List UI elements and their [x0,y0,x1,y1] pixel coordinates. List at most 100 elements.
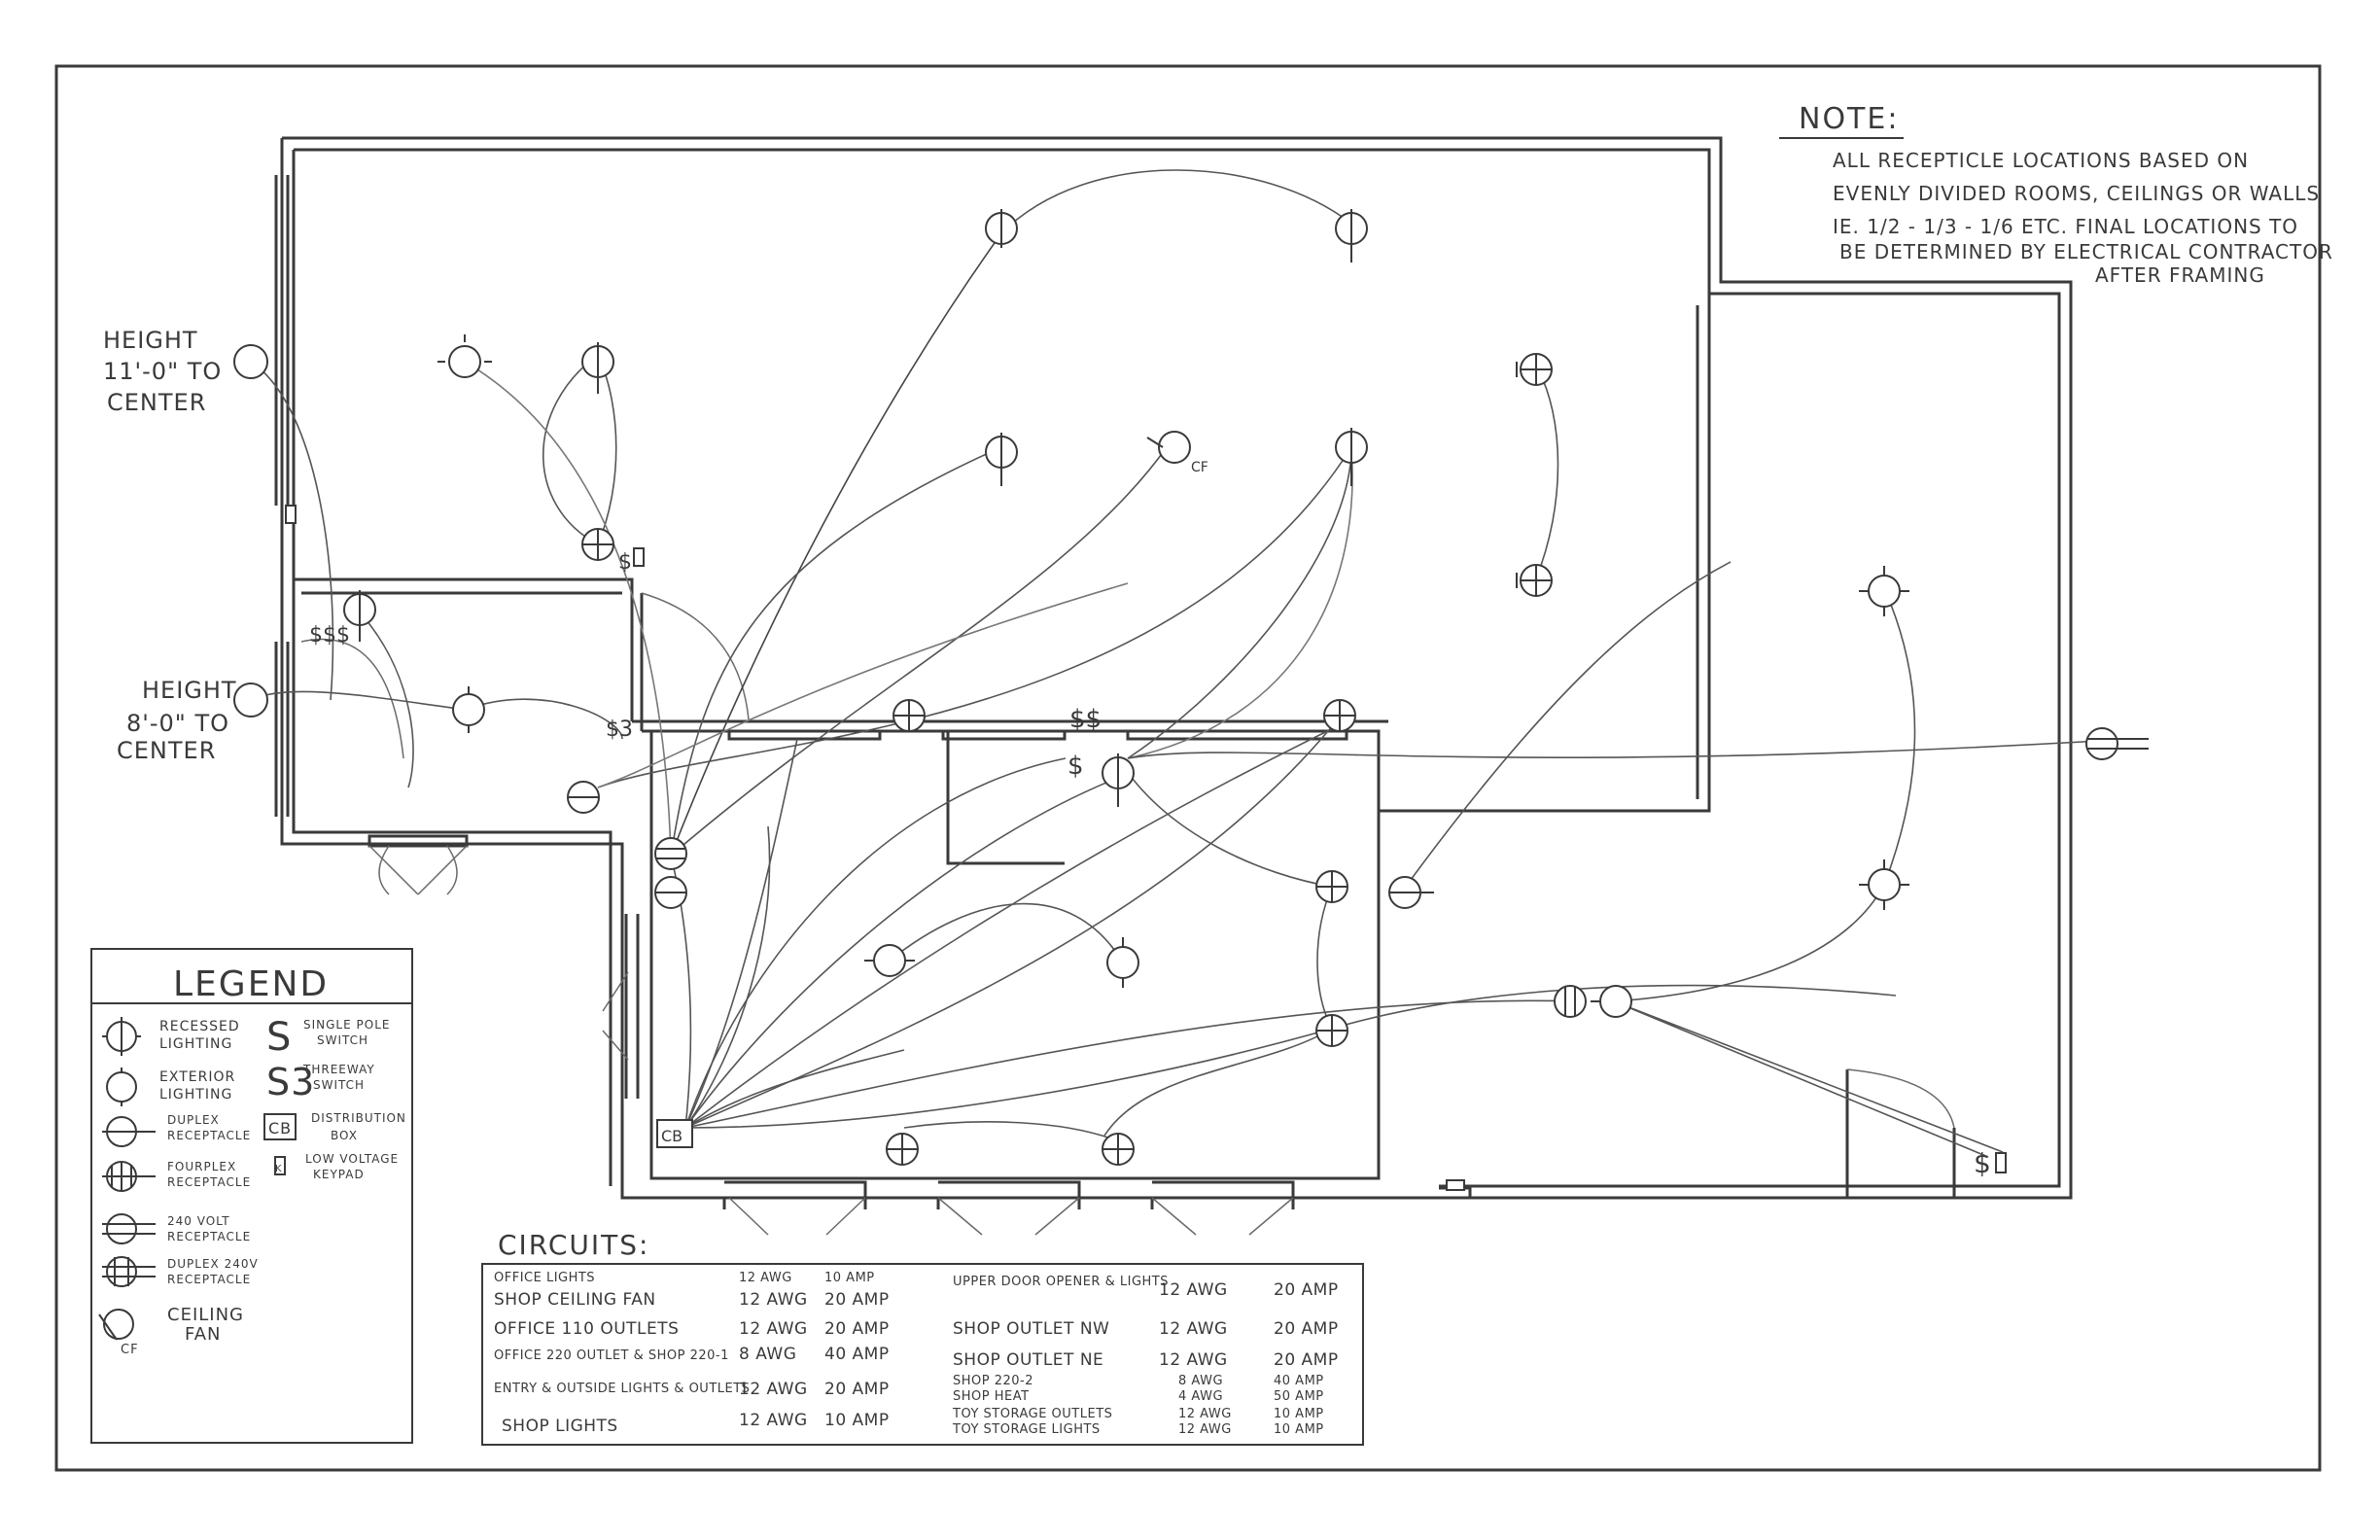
circuit-amp: 20 AMP [1274,1350,1339,1370]
recessed-lighting-icon [102,1017,141,1056]
legend-label: KEYPAD [313,1168,365,1181]
circuit-wire: 12 AWG [1159,1319,1228,1339]
height-label-lower: HEIGHT 8'-0" TO CENTER [117,677,237,764]
height-label-line: HEIGHT [103,327,198,354]
circuit-wire: 12 AWG [739,1319,808,1339]
exterior-light [1106,937,1139,988]
keypad-glyph: K [275,1164,283,1174]
fourplex-receptacle [1516,564,1553,597]
circuit-amp: 40 AMP [1274,1374,1324,1388]
ceiling-fan-mark: CF [1191,460,1208,475]
circuit-name: ENTRY & OUTSIDE LIGHTS & OUTLETS [494,1382,750,1396]
fourplex-receptacle [1315,870,1348,903]
distribution-box [656,1119,693,1148]
circuit-name: OFFICE LIGHTS [494,1271,595,1285]
legend-label: EXTERIOR [159,1069,235,1085]
fourplex-receptacle [1102,1133,1135,1166]
circuit-wire: 8 AWG [1178,1374,1223,1388]
fixtures [233,209,2149,1191]
low-voltage-keypad [633,547,645,567]
circuit-amp: 10 AMP [824,1271,875,1285]
circuit-wire: 12 AWG [1159,1350,1228,1370]
ceiling-fan [1146,431,1191,464]
sheet-border [54,64,2322,1472]
legend-label: SINGLE POLE [303,1018,390,1032]
note-line: BE DETERMINED BY ELECTRICAL CONTRACTOR [1839,240,2333,263]
recessed-light [985,433,1018,486]
240-volt-receptacle-icon [102,1213,156,1244]
240-volt-receptacle [654,837,687,870]
door-swings [300,592,1955,1236]
circuit-name: SHOP LIGHTS [502,1417,618,1436]
legend-label: LIGHTING [159,1036,232,1052]
duplex-receptacle [654,876,687,909]
building-walls [274,136,2073,1209]
circuit-amp: 20 AMP [824,1380,890,1399]
legend-label: DUPLEX [167,1113,220,1127]
threeway-switch-glyph: S3 [266,1061,315,1103]
circuit-wire: 12 AWG [739,1271,792,1285]
circuit-amp: 10 AMP [824,1411,890,1430]
circuit-amp: 20 AMP [824,1319,890,1339]
single-pole-switch-glyph: S [266,1015,292,1060]
low-voltage-keypad [285,505,297,524]
fourplex-receptacle [886,1133,919,1166]
legend-label: CEILING [167,1305,244,1325]
switch-three-way-mark: $3 [606,718,633,742]
ceiling-fan-icon [98,1309,134,1341]
wiring-runs [250,169,2101,1158]
exterior-light [1859,859,1909,910]
fourplex-receptacle [581,528,614,561]
circuit-wire: 12 AWG [739,1380,808,1399]
recessed-light [1102,753,1135,807]
240-volt-receptacle [2085,727,2149,760]
circuit-amp: 10 AMP [1274,1422,1324,1437]
circuit-wire: 12 AWG [739,1290,808,1310]
circuits-title: CIRCUITS: [498,1229,649,1261]
legend-label: SWITCH [317,1033,368,1047]
switch-single-mark: $ [618,550,632,575]
recessed-light [985,209,1018,248]
exterior-light [1591,985,1632,1018]
circuit-wire: 12 AWG [1159,1280,1228,1300]
fourplex-receptacle-icon [102,1161,156,1192]
height-label-line: CENTER [107,389,206,416]
circuit-wire: 8 AWG [739,1345,796,1364]
exterior-light [864,944,915,977]
circuit-name: TOY STORAGE OUTLETS [952,1407,1112,1421]
duplex-receptacle [1388,876,1434,909]
circuit-name: SHOP OUTLET NW [953,1319,1109,1339]
exterior-lighting-icon [106,1068,137,1106]
fourplex-receptacle [1323,699,1356,732]
legend-label: LIGHTING [159,1087,232,1102]
low-voltage-keypad [1446,1179,1465,1191]
circuit-wire: 4 AWG [1178,1389,1223,1404]
circuit-name: UPPER DOOR OPENER & LIGHTS [953,1275,1169,1289]
note-block: NOTE: ALL RECEPTICLE LOCATIONS BASED ON … [1779,102,2333,287]
circuit-name: SHOP 220-2 [953,1374,1033,1388]
note-line: EVENLY DIVIDED ROOMS, CEILINGS OR WALLS [1833,182,2320,205]
legend-label: DISTRIBUTION [311,1111,406,1125]
low-voltage-keypad [1995,1152,2007,1173]
circuit-wire: 12 AWG [1178,1407,1232,1421]
keypad-icon [274,1156,286,1175]
circuit-amp: 20 AMP [1274,1280,1339,1300]
legend-label: RECEPTACLE [167,1273,251,1286]
circuit-amp: 20 AMP [1274,1319,1339,1339]
legend-title: LEGEND [173,964,329,1004]
exterior-light [438,334,492,378]
note-line: AFTER FRAMING [2095,263,2265,287]
exterior-light [1859,566,1909,616]
switch-double-mark: $$ [1069,705,1102,734]
circuit-wire: 12 AWG [739,1411,808,1430]
exterior-light [233,344,268,379]
fourplex-receptacle [1516,353,1553,386]
ceiling-fan-mark: CF [121,1343,139,1357]
circuit-name: OFFICE 110 OUTLETS [494,1319,679,1339]
height-label-line: HEIGHT [142,677,237,704]
legend-label: RECESSED [159,1019,240,1034]
distribution-box-icon [263,1113,297,1140]
circuit-amp: 10 AMP [1274,1407,1324,1421]
circuit-amp: 20 AMP [824,1290,890,1310]
legend-label: SWITCH [313,1078,365,1092]
